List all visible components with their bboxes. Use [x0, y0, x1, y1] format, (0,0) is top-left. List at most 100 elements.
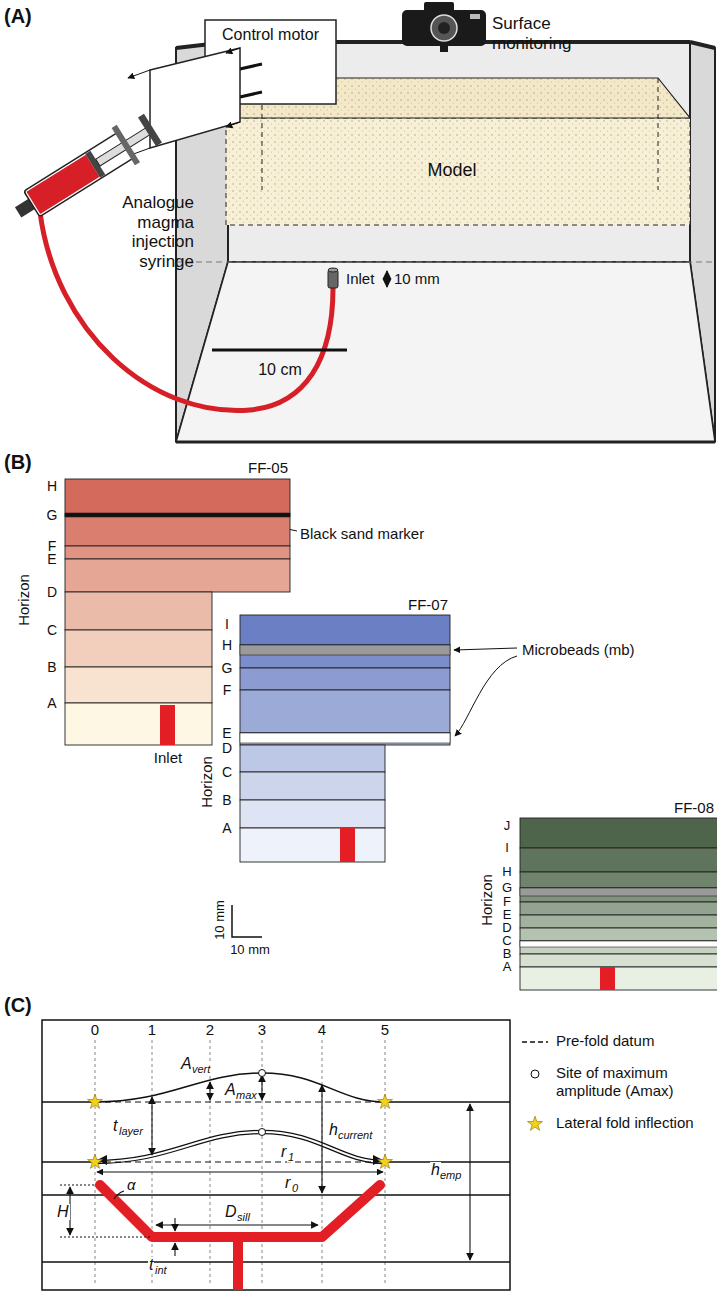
horizon-letter: H	[502, 865, 511, 880]
layer	[520, 928, 717, 941]
column-number: 1	[148, 1021, 156, 1038]
layer	[65, 592, 212, 630]
column-number: 2	[206, 1021, 214, 1038]
legend-text: Lateral fold inflection	[556, 1114, 694, 1132]
scale-bar	[212, 349, 347, 352]
symbol: H	[56, 1204, 70, 1220]
horizon-letter: E	[47, 551, 56, 567]
horizon-letter: I	[505, 841, 509, 856]
fold-geometry	[42, 1020, 510, 1290]
layer	[520, 915, 717, 928]
layer	[65, 515, 290, 546]
layer	[240, 645, 450, 668]
horizon-letter: J	[504, 819, 511, 834]
experiment-id: FF-05	[248, 459, 288, 476]
component-label: Analogue magma injection syringe	[82, 193, 194, 271]
symbol-subscript: 0	[291, 1183, 299, 1194]
marker-band	[520, 941, 717, 947]
horizon-letter: H	[222, 637, 232, 653]
panel-letter: (A)	[4, 5, 32, 28]
horizon-letter: D	[222, 740, 232, 756]
horizon-letter: B	[47, 659, 56, 675]
control-motor	[128, 20, 336, 156]
inflection-star	[377, 1154, 392, 1168]
legend-sample	[520, 1065, 550, 1081]
legend-sample	[520, 1115, 550, 1131]
layer	[520, 954, 717, 967]
layer	[520, 818, 717, 848]
panel-letter: (C)	[4, 994, 32, 1017]
column-number: 4	[318, 1021, 326, 1038]
experiment-id: FF-08	[674, 799, 714, 816]
layer	[240, 828, 385, 862]
axis-label: Horizon	[198, 756, 215, 808]
layer	[65, 667, 212, 703]
marker-band	[240, 645, 450, 655]
box-label: Control motor	[205, 20, 336, 44]
horizon-letter: D	[47, 584, 57, 600]
axis-label: Horizon	[15, 574, 32, 626]
legend-entry: Site of maximum amplitude (Amax)	[520, 1064, 712, 1100]
marker-band	[520, 888, 717, 896]
layer	[520, 941, 717, 954]
component-label: Surface monitoring	[492, 14, 612, 53]
marker-band	[240, 733, 450, 743]
layer	[65, 479, 290, 515]
horizon-letter: F	[223, 682, 232, 698]
layer	[240, 615, 450, 645]
axis-label: Horizon	[478, 874, 495, 926]
horizon-letter: G	[502, 881, 512, 896]
strat-column	[520, 818, 717, 990]
component-label: Model	[427, 160, 476, 181]
strat-column	[240, 615, 450, 862]
layer	[240, 772, 385, 800]
marker-band	[65, 513, 290, 517]
layer	[65, 559, 290, 592]
legend-sample	[520, 1033, 550, 1049]
legend-text: Site of maximum amplitude (Amax)	[556, 1064, 712, 1100]
symbol-subscript: 1	[287, 1152, 295, 1163]
symbol-subscript: vert	[191, 1064, 211, 1075]
layer	[520, 848, 717, 872]
horizon-letter: B	[222, 792, 231, 808]
horizon-letter: C	[47, 622, 57, 638]
column-number: 0	[91, 1021, 99, 1038]
component-label: Inlet	[346, 270, 374, 287]
layer	[65, 630, 212, 667]
inlet	[600, 967, 615, 990]
layer	[520, 872, 717, 888]
legend-entry: Lateral fold inflection	[520, 1114, 712, 1132]
horizon-letter: A	[47, 695, 56, 711]
horizon-letter: E	[222, 725, 231, 741]
panel-letter: (B)	[4, 451, 32, 474]
layer	[240, 800, 385, 828]
inflection-star	[87, 1154, 102, 1168]
horizon-letter: I	[225, 616, 229, 632]
experiment-id: FF-07	[408, 596, 448, 613]
layer	[520, 888, 717, 902]
layer	[65, 703, 212, 745]
layer	[65, 546, 290, 559]
inlet	[328, 268, 387, 288]
horizon-letter: C	[222, 764, 232, 780]
layer	[240, 733, 450, 745]
camera	[402, 2, 486, 52]
inlet	[340, 828, 355, 862]
layer	[520, 967, 717, 990]
scale-label: 10 cm	[258, 361, 302, 379]
horizon-letter: A	[503, 960, 512, 975]
symbol: α	[126, 1177, 137, 1192]
symbol-subscript: current	[337, 1130, 373, 1141]
symbol-subscript: sill	[236, 1212, 251, 1223]
layer	[240, 668, 450, 690]
legend-entry: Pre-fold datum	[520, 1032, 712, 1050]
annotation: Inlet	[154, 749, 182, 766]
column-number: 3	[258, 1021, 266, 1038]
dimension: 10 mm	[394, 270, 440, 287]
layer	[520, 902, 717, 915]
horizon-letter: G	[222, 660, 233, 676]
annotation: Black sand marker	[300, 525, 424, 542]
horizon-letter: G	[47, 507, 58, 523]
motor-box: Control motor	[205, 20, 336, 104]
scale-label: 10 mm	[213, 900, 228, 940]
